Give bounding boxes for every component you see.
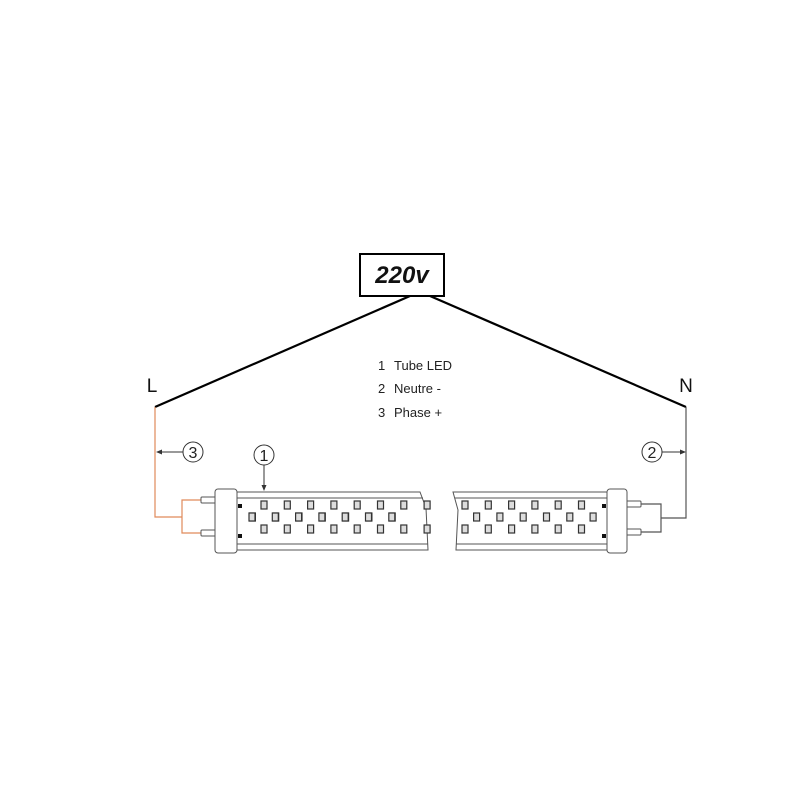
- led-chip: [508, 500, 516, 510]
- contact-dot: [602, 504, 606, 508]
- arrow-icon: [156, 449, 162, 455]
- legend: 1 Tube LED 2 Neutre - 3 Phase +: [378, 358, 452, 420]
- terminal-l-label: L: [147, 376, 158, 397]
- led-chip: [461, 500, 469, 510]
- led-chip: [400, 500, 408, 510]
- led-chip: [307, 524, 315, 534]
- phase-bridge: [181, 499, 201, 534]
- led-chip: [461, 524, 469, 534]
- power-source: 220v: [359, 253, 445, 297]
- led-chip: [364, 512, 373, 522]
- led-chip: [388, 512, 396, 522]
- arrow-icon: [680, 449, 686, 455]
- led-chip: [577, 524, 586, 534]
- led-chip: [484, 500, 492, 510]
- end-cap: [214, 488, 238, 554]
- led-chip: [473, 512, 481, 522]
- led-chip: [508, 524, 516, 534]
- led-chip: [330, 524, 338, 534]
- legend-text-3: Phase +: [394, 405, 442, 420]
- led-chip: [248, 512, 256, 522]
- led-chip: [496, 512, 504, 522]
- led-chip: [283, 524, 291, 534]
- callout-phase: 3: [156, 441, 204, 463]
- led-chip: [519, 512, 527, 522]
- neutral-bridge: [640, 503, 662, 533]
- contact-dot: [602, 534, 606, 538]
- led-chip: [330, 500, 338, 510]
- pin: [625, 500, 642, 508]
- neutral-wire: [429, 294, 687, 409]
- contact-dot: [238, 534, 242, 538]
- led-chip: [318, 512, 326, 522]
- led-tube-left: [200, 488, 431, 554]
- led-chip: [271, 512, 279, 522]
- led-array: [238, 500, 431, 538]
- led-chip: [577, 500, 586, 510]
- legend-num-2: 2: [378, 381, 385, 396]
- led-chip: [531, 500, 539, 510]
- voltage-box: [359, 253, 445, 297]
- led-chip: [400, 524, 408, 534]
- terminal-n-label: N: [679, 376, 693, 397]
- led-array: [461, 500, 606, 538]
- led-chip: [554, 500, 562, 510]
- led-chip: [260, 524, 268, 534]
- phase-wire: [154, 407, 182, 518]
- callout-1-label: 1: [260, 448, 269, 465]
- led-chip: [566, 512, 574, 522]
- legend-text-1: Tube LED: [394, 358, 452, 373]
- led-chip: [554, 524, 562, 534]
- callout-3-label: 3: [189, 445, 198, 462]
- led-chip: [341, 512, 349, 522]
- led-tube-right: [452, 488, 642, 554]
- callout-tube: 1: [253, 444, 275, 491]
- legend-num-1: 1: [378, 358, 385, 373]
- legend-num-3: 3: [378, 405, 385, 420]
- led-chip: [423, 524, 431, 534]
- led-chip: [307, 500, 315, 510]
- end-cap: [606, 488, 628, 554]
- led-chip: [589, 512, 597, 522]
- pin: [200, 529, 217, 537]
- neutral-lead: [661, 407, 687, 519]
- led-chip: [542, 512, 551, 522]
- led-chip: [353, 524, 361, 534]
- led-chip: [353, 500, 361, 510]
- led-chip: [295, 512, 303, 522]
- line-wire: [154, 294, 411, 409]
- voltage-label: 220v: [374, 262, 430, 289]
- pin: [625, 528, 642, 536]
- led-chip: [531, 524, 539, 534]
- led-chip: [283, 500, 291, 510]
- led-chip: [376, 524, 385, 534]
- callout-neutral: 2: [641, 441, 686, 463]
- arrow-icon: [261, 485, 267, 491]
- pin: [200, 496, 217, 504]
- legend-text-2: Neutre -: [394, 381, 441, 396]
- callout-2-label: 2: [648, 445, 657, 462]
- led-chip: [260, 500, 268, 510]
- led-chip: [484, 524, 492, 534]
- led-chip: [423, 500, 431, 510]
- contact-dot: [238, 504, 242, 508]
- led-chip: [376, 500, 385, 510]
